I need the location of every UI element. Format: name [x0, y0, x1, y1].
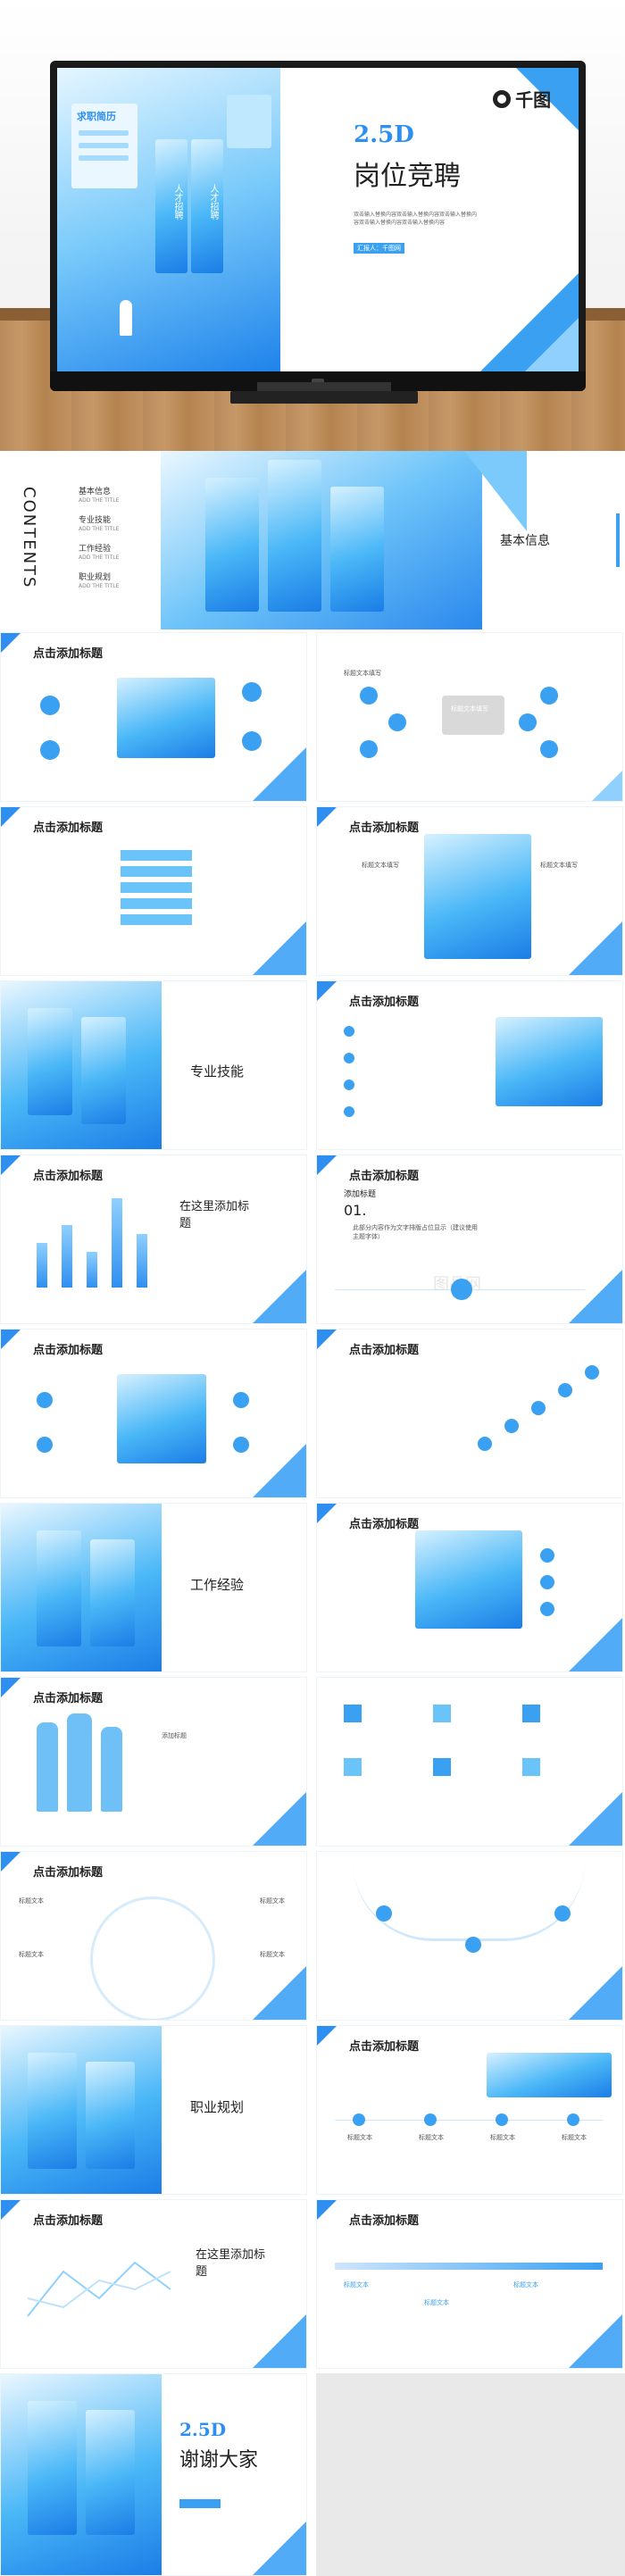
- book-label-2: 人才招聘: [208, 184, 218, 220]
- slide-wave: [316, 1851, 623, 2021]
- contents-right-label: 基本信息: [500, 534, 550, 548]
- slide-row5-right: 点击添加标题: [316, 1329, 623, 1498]
- logo-text: 千图: [515, 89, 552, 111]
- qiantu-logo: 千图: [493, 86, 551, 112]
- slide-row3-right: 点击添加标题: [316, 980, 623, 1150]
- slide-row7-right: [316, 1677, 623, 1847]
- book-label-1: 人才招聘: [172, 184, 182, 220]
- line-slide-title: 在这里添加标题: [196, 2248, 266, 2279]
- slide-experience-section: 工作经验: [0, 1503, 307, 1672]
- hero-mockup: 求职简历 人才招聘 人才招聘 2.5D 岗位竞聘 双击输入替换内容双击输入替换内…: [0, 0, 625, 451]
- slide-skills-section: 专业技能: [0, 980, 307, 1150]
- number-label: 01.: [344, 1202, 367, 1219]
- section-title-planning: 职业规划: [190, 2099, 245, 2115]
- slide-timeline: 点击添加标题 标题文本 标题文本 标题文本: [316, 2199, 623, 2369]
- monitor: 求职简历 人才招聘 人才招聘 2.5D 岗位竞聘 双击输入替换内容双击输入替换内…: [50, 61, 586, 391]
- slide-row1-right: 标题文本填写 标题文本填写: [316, 632, 623, 802]
- slide-arc: 点击添加标题 标题文本 标题文本 标题文本 标题文本: [0, 1851, 307, 2021]
- slide-row5-left: 点击添加标题: [0, 1329, 307, 1498]
- thanks-title-en: 2.5D: [179, 2419, 227, 2440]
- slide-bar-chart: 点击添加标题 在这里添加标题: [0, 1155, 307, 1324]
- empty-slot: [316, 2373, 625, 2576]
- slide-planning-section: 职业规划: [0, 2025, 307, 2195]
- cover-slide: 求职简历 人才招聘 人才招聘 2.5D 岗位竞聘 双击输入替换内容双击输入替换内…: [57, 68, 579, 371]
- thanks-title-cn: 谢谢大家: [179, 2449, 259, 2472]
- slide-numbered: 点击添加标题 添加标题 01. 此部分内容作为文字排版占位显示（建议使用主题字体…: [316, 1155, 623, 1324]
- monitor-stand: [230, 382, 418, 404]
- line-chart-graphic: [27, 2261, 171, 2317]
- section-title-experience: 工作经验: [190, 1577, 245, 1593]
- section-title-skills: 专业技能: [190, 1063, 245, 1080]
- slide-row9-right: 点击添加标题 标题文本 标题文本 标题文本 标题文本: [316, 2025, 623, 2195]
- cover-subtitle: 双击输入替换内容双击输入替换内容双击输入替换内容双击输入替换内容双击输入替换内容: [354, 212, 478, 226]
- slide-row1-left: 点击添加标题: [0, 632, 307, 802]
- slide-line-chart: 点击添加标题 在这里添加标题: [0, 2199, 307, 2369]
- power-icon: [312, 379, 324, 384]
- logo-mark-icon: [493, 89, 511, 108]
- slide-row2-right: 点击添加标题 标题文本填写 标题文本填写: [316, 806, 623, 976]
- slide-people: 点击添加标题 添加标题: [0, 1677, 307, 1847]
- slide-row6-right: 点击添加标题: [316, 1503, 623, 1672]
- contents-heading: CONTENTS: [20, 487, 38, 589]
- speaker-label: 汇报人：千图网: [354, 243, 404, 254]
- slide-thanks: 2.5D 谢谢大家: [0, 2373, 307, 2576]
- cover-title-cn: 岗位竞聘: [354, 161, 461, 192]
- resume-badge: 求职简历: [77, 111, 116, 122]
- chart-slide-title: 在这里添加标题: [179, 1200, 250, 1230]
- slide-row2-left: 点击添加标题: [0, 806, 307, 976]
- cover-title-en: 2.5D: [354, 121, 414, 148]
